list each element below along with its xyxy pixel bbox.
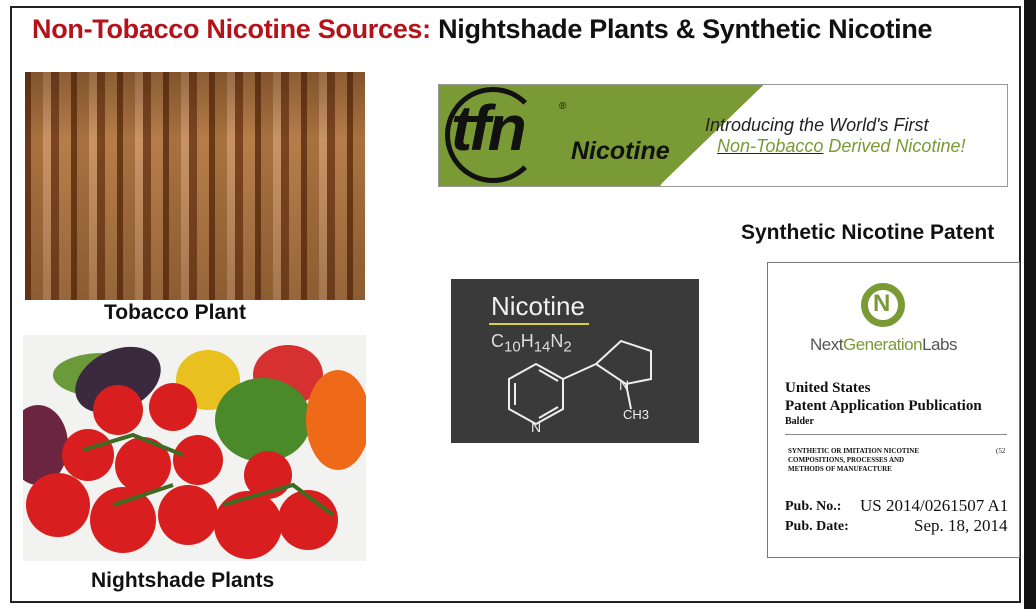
company-name: NextGenerationLabs bbox=[810, 335, 957, 355]
nicotine-structure bbox=[508, 339, 652, 426]
title-highlight: Non-Tobacco Nicotine Sources: bbox=[32, 14, 431, 44]
patent-field-code: (52 bbox=[996, 447, 1006, 455]
nightshade-vegetables-image bbox=[23, 335, 366, 561]
slide-frame bbox=[10, 6, 1021, 603]
tagline-underlined: Non-Tobacco bbox=[717, 136, 824, 156]
ngl-logo-icon: N bbox=[861, 283, 905, 327]
tagline-rest: Derived Nicotine! bbox=[823, 136, 966, 156]
slide-title: Non-Tobacco Nicotine Sources: Nightshade… bbox=[32, 14, 933, 45]
pub-date-label: Pub. Date: bbox=[785, 519, 849, 534]
nightshade-caption: Nightshade Plants bbox=[91, 569, 275, 592]
patent-title: SYNTHETIC OR IMITATION NICOTINE COMPOSIT… bbox=[788, 447, 919, 474]
patent-divider bbox=[785, 434, 1007, 435]
chalk-underline bbox=[489, 323, 589, 325]
company-generation: Generation bbox=[842, 335, 923, 354]
title-rest: Nightshade Plants & Synthetic Nicotine bbox=[438, 14, 933, 44]
window-edge bbox=[1024, 0, 1036, 609]
tobacco-caption: Tobacco Plant bbox=[104, 301, 246, 324]
pub-date-value: Sep. 18, 2014 bbox=[914, 516, 1008, 535]
registered-mark: ® bbox=[559, 101, 567, 112]
chalk-formula: C10H14N2 bbox=[491, 331, 572, 356]
formula-c: C bbox=[491, 331, 504, 351]
atom-n-pyrrolidine: N bbox=[619, 377, 630, 393]
pub-no-value: US 2014/0261507 A1 bbox=[860, 496, 1009, 515]
banner-tagline-1: Introducing the World's First bbox=[705, 115, 929, 135]
formula-n: N bbox=[550, 331, 564, 351]
tobacco-leaves-image bbox=[25, 72, 365, 300]
patent-doc-type: Patent Application Publication bbox=[785, 398, 982, 414]
formula-h: H bbox=[520, 331, 534, 351]
patent-inventor: Balder bbox=[785, 416, 814, 427]
patent-heading: Synthetic Nicotine Patent bbox=[741, 221, 995, 244]
formula-n-count: 2 bbox=[563, 338, 572, 356]
formula-h-count: 14 bbox=[533, 338, 551, 356]
pub-no-label: Pub. No.: bbox=[785, 499, 842, 514]
patent-document-image: N NextGenerationLabs United States Paten… bbox=[767, 262, 1020, 558]
tfn-nicotine-banner: tfn ® Nicotine Introducing the World's F… bbox=[438, 84, 1008, 187]
patent-title-line: METHODS OF MANUFACTURE bbox=[788, 465, 892, 473]
nicotine-chalkboard-image: Nicotine C10H14N2 N N CH3 bbox=[451, 279, 699, 443]
tfn-logo-word: Nicotine bbox=[571, 137, 670, 165]
tfn-logo-ring bbox=[445, 87, 541, 183]
company-labs: Labs bbox=[922, 335, 957, 354]
company-next: Next bbox=[810, 335, 843, 354]
patent-title-line: COMPOSITIONS, PROCESSES AND bbox=[788, 456, 905, 464]
methyl-group: CH3 bbox=[623, 407, 650, 422]
patent-title-line: SYNTHETIC OR IMITATION NICOTINE bbox=[788, 447, 920, 455]
chalk-title: Nicotine bbox=[491, 291, 585, 321]
formula-c-count: 10 bbox=[504, 338, 521, 356]
tfn-logo: tfn bbox=[451, 92, 527, 164]
patent-country: United States bbox=[785, 380, 871, 396]
atom-n-pyridine: N bbox=[531, 419, 542, 435]
banner-tagline-2: Non-Tobacco Derived Nicotine! bbox=[717, 136, 965, 157]
